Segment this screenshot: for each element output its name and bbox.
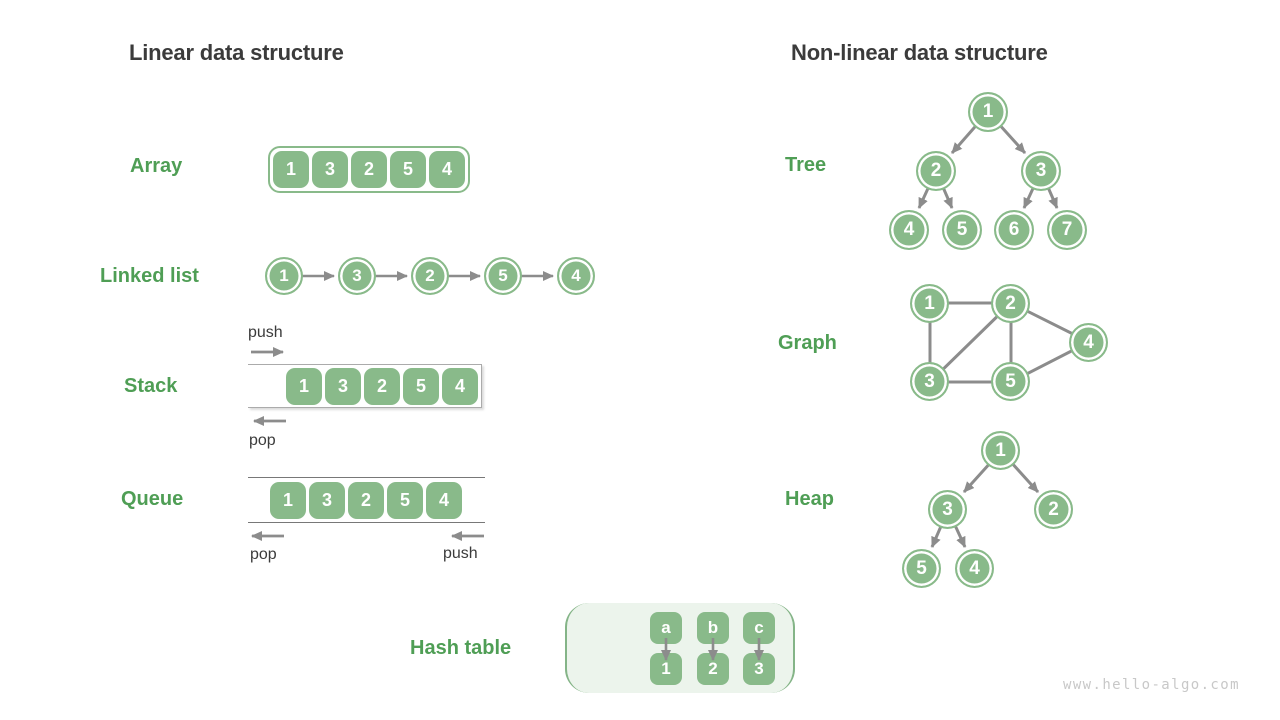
array-label: Array — [130, 155, 183, 177]
hash-value-cell: 3 — [743, 653, 775, 685]
hash-key-cell: c — [743, 612, 775, 644]
graph-node: 1 — [910, 284, 949, 323]
graph-node: 2 — [991, 284, 1030, 323]
stack-push-label: push — [248, 324, 283, 341]
stack-cell: 3 — [325, 367, 361, 405]
queue-container: 1 3 2 5 4 — [248, 477, 485, 523]
tree-node: 6 — [994, 210, 1034, 250]
nonlinear-section-title: Non-linear data structure — [791, 40, 1048, 65]
tree-label: Tree — [785, 154, 827, 176]
array-cell: 2 — [351, 151, 387, 188]
graph-label: Graph — [778, 332, 837, 354]
linked-list-node: 1 — [265, 257, 303, 295]
queue-cell: 2 — [348, 481, 384, 519]
heap-node: 4 — [955, 549, 994, 588]
stack-container: 1 3 2 5 4 — [248, 364, 482, 408]
stack-cell: 5 — [403, 367, 439, 405]
tree-node: 4 — [889, 210, 929, 250]
linked-list-node: 5 — [484, 257, 522, 295]
hash-key-cell: b — [697, 612, 729, 644]
tree-node: 5 — [942, 210, 982, 250]
linked-list-node: 3 — [338, 257, 376, 295]
array-cell: 1 — [273, 151, 309, 188]
graph-node: 5 — [991, 362, 1030, 401]
hash-value-cell: 2 — [697, 653, 729, 685]
queue-pop-label: pop — [250, 546, 277, 563]
stack-cell: 4 — [442, 367, 478, 405]
array-cell: 4 — [429, 151, 465, 188]
array-container: 1 3 2 5 4 — [268, 146, 470, 193]
graph-node: 4 — [1069, 323, 1108, 362]
website-watermark: www.hello-algo.com — [1063, 677, 1240, 693]
linked-list-label: Linked list — [100, 265, 199, 287]
heap-node: 2 — [1034, 490, 1073, 529]
hash-table-label: Hash table — [410, 637, 512, 659]
graph-node: 3 — [910, 362, 949, 401]
hash-value-cell: 1 — [650, 653, 682, 685]
queue-cell: 3 — [309, 481, 345, 519]
queue-cell: 1 — [270, 481, 306, 519]
queue-label: Queue — [121, 488, 184, 510]
queue-cell: 4 — [426, 481, 462, 519]
stack-cell: 2 — [364, 367, 400, 405]
linked-list-node: 4 — [557, 257, 595, 295]
tree-node: 7 — [1047, 210, 1087, 250]
array-cell: 3 — [312, 151, 348, 188]
array-cell: 5 — [390, 151, 426, 188]
heap-node: 1 — [981, 431, 1020, 470]
stack-label: Stack — [124, 375, 178, 397]
heap-node: 5 — [902, 549, 941, 588]
tree-node: 3 — [1021, 151, 1061, 191]
stack-pop-label: pop — [249, 432, 276, 449]
queue-cell: 5 — [387, 481, 423, 519]
stack-cell: 1 — [286, 367, 322, 405]
tree-node: 2 — [916, 151, 956, 191]
heap-label: Heap — [785, 488, 834, 510]
hash-key-cell: a — [650, 612, 682, 644]
linear-section-title: Linear data structure — [129, 40, 344, 65]
linked-list-node: 2 — [411, 257, 449, 295]
tree-node: 1 — [968, 92, 1008, 132]
heap-node: 3 — [928, 490, 967, 529]
queue-push-label: push — [443, 545, 478, 562]
